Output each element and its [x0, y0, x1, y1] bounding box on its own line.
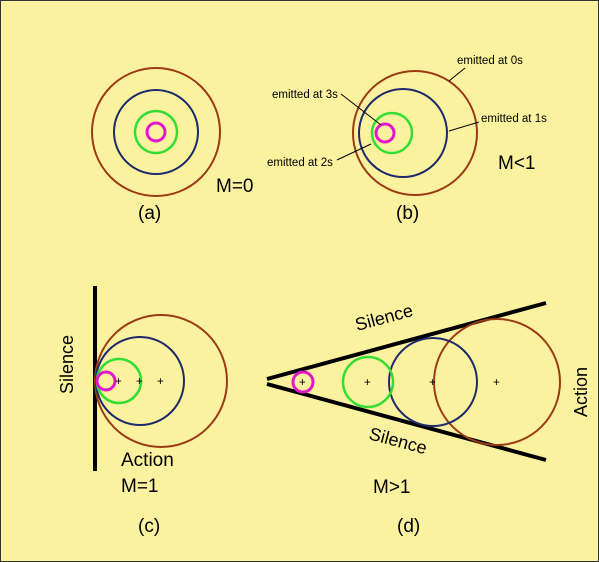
label-emitted-2s: emitted at 2s [267, 157, 333, 169]
center-marker: + [299, 377, 306, 389]
panel-a: M=0 (a) [91, 67, 254, 224]
caption-c: (c) [138, 516, 160, 537]
panel-c: + + + Silence Action M=1 (c) [57, 286, 228, 537]
wavefront-3s [95, 370, 117, 392]
wavefront-3s [374, 122, 396, 144]
label-emitted-1s: emitted at 1s [481, 113, 547, 125]
wavefront-0s [352, 70, 478, 196]
center-marker: + [429, 377, 436, 389]
center-marker: + [157, 376, 164, 388]
wavefront-2s [133, 109, 179, 155]
center-marker: + [115, 376, 122, 388]
caption-a: (a) [138, 203, 161, 224]
action-label-d: Action [571, 367, 591, 417]
center-marker: + [136, 376, 143, 388]
mach-cone-upper [266, 301, 547, 381]
caption-b: (b) [396, 203, 419, 224]
panel-d: + + + + Silence Silence Action M>1 (d) [266, 300, 591, 537]
wavefront-0s [433, 318, 561, 446]
silence-label-bottom: Silence [367, 424, 429, 459]
arrow-1s [448, 121, 480, 132]
wavefront-0s [91, 67, 221, 197]
wavefront-1s [358, 88, 448, 178]
arrow-0s [448, 67, 466, 82]
label-emitted-0s: emitted at 0s [457, 55, 523, 67]
wavefront-1s [113, 89, 199, 175]
panel-b: emitted at 0s emitted at 1s emitted at 2… [267, 55, 547, 224]
center-marker: + [364, 377, 371, 389]
caption-d: (d) [397, 516, 420, 537]
arrow-3s [340, 93, 382, 126]
action-label-c: Action [121, 450, 174, 471]
mach-label-b: M<1 [498, 153, 536, 174]
mach-label-a: M=0 [216, 176, 254, 197]
mach-label-c: M=1 [121, 476, 159, 497]
wavefront-2s [341, 355, 395, 409]
arrow-2s [336, 143, 372, 161]
mach-label-d: M>1 [373, 477, 411, 498]
center-marker: + [493, 377, 500, 389]
wavefront-2s [370, 111, 414, 155]
wavefront-3s [145, 121, 167, 143]
mach-cone-lower [266, 382, 547, 462]
wavefront-1s [388, 337, 478, 427]
silence-label-top: Silence [353, 300, 415, 335]
silence-label-c: Silence [57, 335, 77, 394]
wavefront-3s [291, 370, 315, 394]
label-emitted-3s: emitted at 3s [272, 89, 338, 101]
